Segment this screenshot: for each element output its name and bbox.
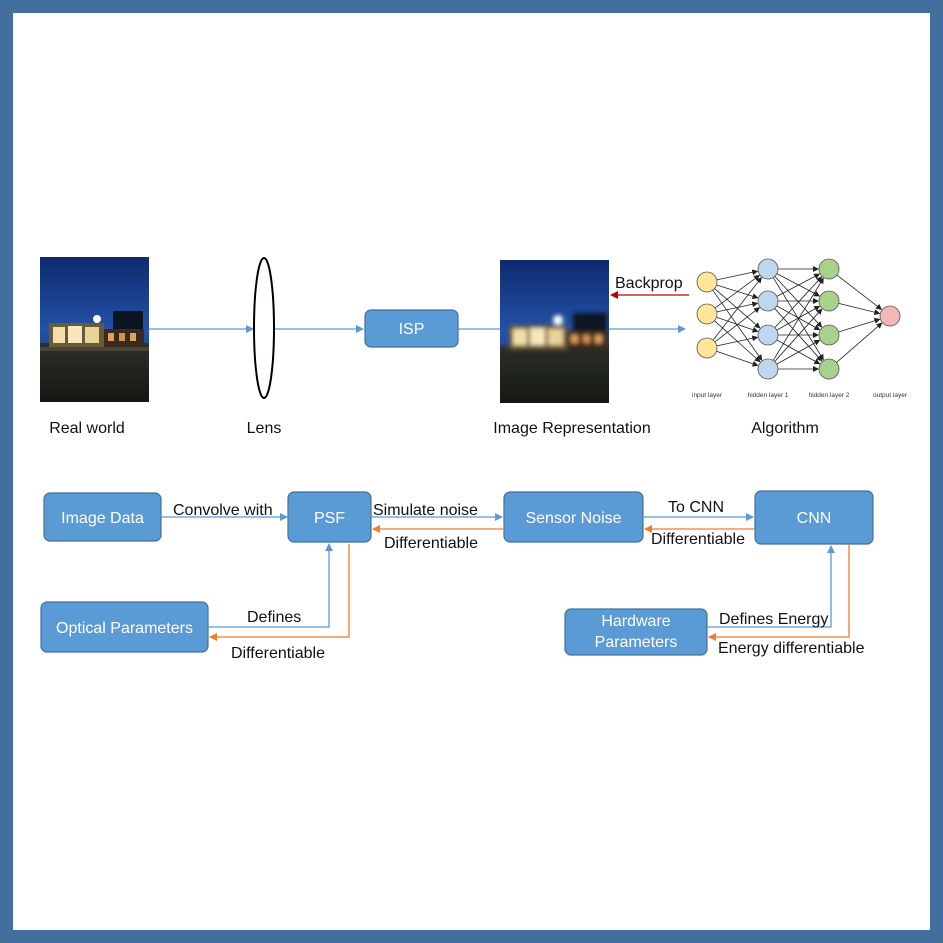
real-world-photo [40, 257, 149, 402]
nn-edge [772, 277, 824, 361]
nn-node-hidden1-1 [757, 258, 779, 280]
image-data-box: Image Data [43, 492, 162, 542]
nn-edge [838, 317, 881, 333]
hardware-parameters-label-line1: Hardware [601, 613, 670, 630]
cnn-label: CNN [797, 510, 832, 527]
simulate-noise-label: Simulate noise [373, 502, 478, 519]
nn-output-layer-label: output layer [873, 392, 908, 399]
sensor-noise-box: Sensor Noise [503, 491, 644, 543]
defines-label: Defines [247, 609, 301, 626]
psf-box: PSF [287, 491, 372, 543]
nn-node-hidden2-1 [818, 258, 840, 280]
arrow-hardware-to-cnn [707, 545, 835, 628]
nn-edge [776, 273, 821, 297]
nn-edge [776, 305, 821, 331]
nn-node-hidden1-4 [757, 358, 779, 380]
arrow-cnn-to-hardware-energy-differentiable [708, 544, 850, 641]
nn-edge [776, 305, 821, 331]
nn-hidden-layer-1-label: hidden layer 1 [748, 392, 789, 399]
to-cnn-label: To CNN [668, 499, 724, 516]
nn-node-input-2 [696, 303, 718, 325]
image-representation-label: Image Representation [493, 420, 650, 437]
nn-node-hidden2-2 [818, 290, 840, 312]
nn-edge [716, 316, 759, 333]
algorithm-label: Algorithm [751, 420, 819, 437]
neural-network: input layer hidden layer 1 hidden layer … [692, 258, 908, 399]
isp-box: ISP [364, 309, 459, 348]
backprop-label: Backprop [615, 275, 683, 292]
nn-hidden-layer-2-label: hidden layer 2 [809, 392, 850, 399]
convolve-with-label: Convolve with [173, 502, 273, 519]
image-representation-photo [500, 260, 609, 403]
psf-label: PSF [314, 510, 345, 527]
nn-edge [712, 276, 762, 341]
nn-edge [714, 320, 761, 363]
hardware-parameters-box: Hardware Parameters [564, 608, 708, 656]
differentiable-1-label: Differentiable [384, 535, 478, 552]
nn-edge [836, 322, 883, 363]
nn-node-hidden1-2 [757, 290, 779, 312]
nn-edge [716, 269, 759, 281]
nn-edge [774, 308, 823, 362]
lens-label: Lens [247, 420, 282, 437]
hardware-parameters-label-line2: Parameters [595, 634, 678, 651]
nn-node-hidden1-3 [757, 324, 779, 346]
arrow-optical-to-psf [208, 543, 333, 628]
nn-input-layer-label: input layer [692, 392, 723, 399]
arrow-psf-to-optical-differentiable [209, 544, 350, 641]
nn-edge [836, 274, 883, 310]
cnn-box: CNN [754, 490, 874, 545]
differentiable-3-label: Differentiable [231, 645, 325, 662]
nn-edge [838, 302, 881, 316]
nn-edge [776, 339, 821, 365]
nn-edge [774, 276, 823, 328]
nn-edge [716, 301, 759, 313]
nn-node-hidden2-3 [818, 324, 840, 346]
real-world-label: Real world [49, 420, 125, 437]
image-data-label: Image Data [61, 510, 144, 527]
nn-node-input-1 [696, 271, 718, 293]
diagram-svg: ISP Backprop inp [40, 257, 908, 662]
nn-node-hidden2-4 [818, 358, 840, 380]
nn-edge [714, 307, 761, 343]
lens-shape [253, 257, 275, 399]
differentiable-2-label: Differentiable [651, 531, 745, 548]
optical-parameters-label: Optical Parameters [56, 620, 193, 637]
nn-edge [714, 274, 760, 309]
nn-edge [776, 273, 821, 297]
nn-node-input-3 [696, 337, 718, 359]
diagram-canvas: ISP Backprop inp [13, 13, 930, 930]
nn-node-output-1 [879, 305, 901, 327]
energy-differentiable-label: Energy differentiable [718, 640, 865, 657]
nn-edge [714, 288, 761, 329]
sensor-noise-label: Sensor Noise [525, 510, 621, 527]
nn-edge [776, 339, 821, 365]
optical-parameters-box: Optical Parameters [40, 601, 209, 653]
nn-edge [716, 350, 759, 367]
nn-edge [716, 284, 759, 300]
isp-label: ISP [399, 321, 425, 338]
nn-edge [716, 335, 759, 347]
defines-energy-label: Defines Energy [719, 611, 828, 628]
